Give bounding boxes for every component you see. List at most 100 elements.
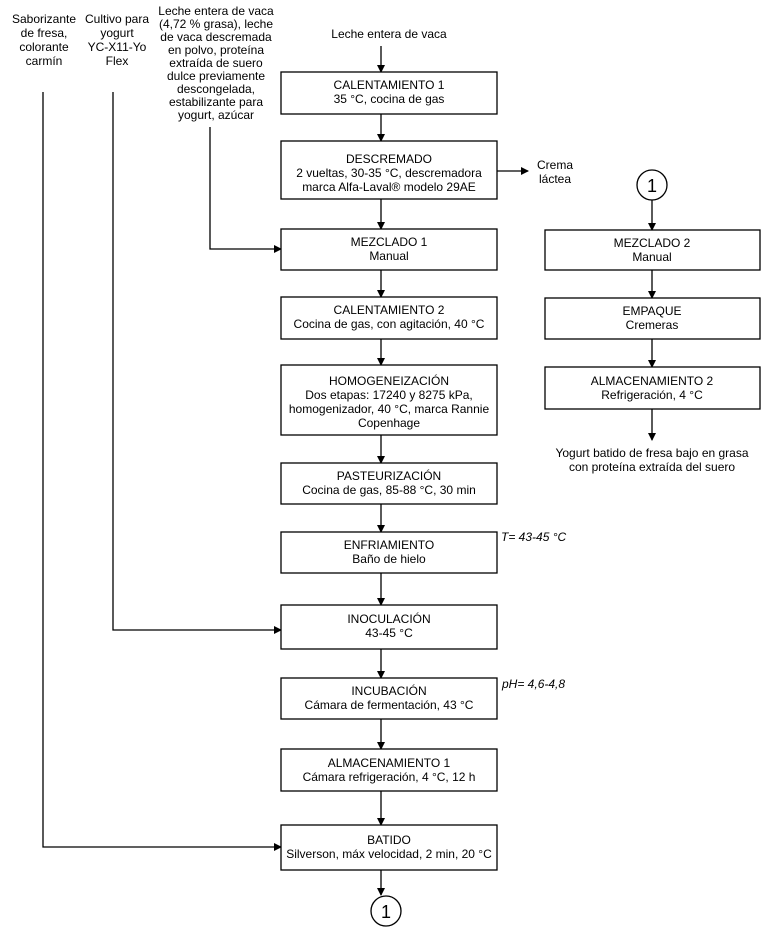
final-product-line: Yogurt batido de fresa bajo en grasa xyxy=(555,446,748,460)
connector-label: 1 xyxy=(381,902,391,922)
input-ingredientes-line: descongelada, xyxy=(177,82,255,96)
step-box xyxy=(280,462,498,505)
connector-bottom: 1 xyxy=(370,895,402,927)
step-detail: 2 vueltas, 30-35 °C, descremadora xyxy=(296,166,482,180)
step-title: ALMACENAMIENTO 2 xyxy=(591,374,714,388)
final-product: Yogurt batido de fresa bajo en grasa con… xyxy=(555,446,748,474)
input-saborizante-line: colorante xyxy=(19,40,69,54)
arrow-saborizante-to-batido xyxy=(42,92,282,851)
step-box xyxy=(280,140,498,200)
input-ingredientes-line: en polvo, proteína xyxy=(168,43,264,57)
step-title: ENFRIAMIENTO xyxy=(344,538,434,552)
step-detail: Manual xyxy=(632,250,671,264)
step-box xyxy=(280,71,498,115)
arrow-ingredientes-to-mezclado1 xyxy=(209,127,282,253)
step-pasteurizacion: PASTEURIZACIÓN Cocina de gas, 85-88 °C, … xyxy=(280,462,498,505)
final-product-line: con proteína extraída del suero xyxy=(569,460,735,474)
input-ingredientes-line: (4,72 % grasa), leche xyxy=(159,17,273,31)
connector-circle xyxy=(370,895,402,927)
step-almacenamiento-1: ALMACENAMIENTO 1 Cámara refrigeración, 4… xyxy=(280,748,498,792)
step-title: MEZCLADO 2 xyxy=(614,236,691,250)
input-saborizante-line: Saborizante xyxy=(12,12,76,26)
input-ingredientes-line: dulce previamente xyxy=(167,69,265,83)
step-detail: Cocina de gas, con agitación, 40 °C xyxy=(294,317,485,331)
input-ingredientes-line: estabilizante para xyxy=(169,95,263,109)
step-box xyxy=(280,296,498,340)
input-ingredientes-line: extraída de suero xyxy=(169,56,263,70)
step-box xyxy=(280,364,498,436)
input-ingredientes: Leche entera de vaca (4,72 % grasa), lec… xyxy=(158,4,274,122)
main-flow-arrows xyxy=(42,46,529,896)
input-cultivo-line: yogurt xyxy=(100,26,134,40)
step-title: INOCULACIÓN xyxy=(347,611,430,626)
step-detail: 35 °C, cocina de gas xyxy=(334,92,445,106)
step-title: HOMOGENEIZACIÓN xyxy=(329,373,449,388)
step-detail: Baño de hielo xyxy=(352,552,426,566)
step-mezclado-2: MEZCLADO 2 Manual xyxy=(544,229,761,271)
input-ingredientes-line: Leche entera de vaca xyxy=(158,4,274,18)
step-title: ALMACENAMIENTO 1 xyxy=(328,756,451,770)
step-calentamiento-2: CALENTAMIENTO 2 Cocina de gas, con agita… xyxy=(280,296,498,340)
step-box xyxy=(280,228,498,271)
connector-label: 1 xyxy=(647,176,657,196)
step-detail: 43-45 °C xyxy=(365,626,413,640)
side-output-line: láctea xyxy=(539,172,571,186)
step-detail: Cámara refrigeración, 4 °C, 12 h xyxy=(303,770,476,784)
step-detail: Dos etapas: 17240 y 8275 kPa, xyxy=(305,388,472,402)
step-detail: Cámara de fermentación, 43 °C xyxy=(305,698,474,712)
step-empaque: EMPAQUE Cremeras xyxy=(544,297,761,340)
step-box xyxy=(544,297,761,340)
step-batido: BATIDO Silverson, máx velocidad, 2 min, … xyxy=(280,824,498,871)
step-box xyxy=(280,824,498,871)
connector-top: 1 xyxy=(636,169,668,201)
step-title: BATIDO xyxy=(367,833,411,847)
step-box xyxy=(280,748,498,792)
input-leche: Leche entera de vaca xyxy=(331,27,447,41)
annotation-ph: pH= 4,6-4,8 xyxy=(501,677,565,691)
step-title: INCUBACIÓN xyxy=(351,683,426,698)
input-saborizante: Saborizante de fresa, colorante carmín xyxy=(12,12,76,68)
step-almacenamiento-2: ALMACENAMIENTO 2 Refrigeración, 4 °C xyxy=(544,366,761,410)
input-cultivo-line: Flex xyxy=(106,54,129,68)
annotation-temperature: T= 43-45 °C xyxy=(501,530,566,544)
side-output-line: Crema xyxy=(537,158,573,172)
right-steps: MEZCLADO 2 Manual EMPAQUE Cremeras ALMAC… xyxy=(544,229,761,410)
step-detail: Cremeras xyxy=(626,318,679,332)
step-box xyxy=(280,677,498,720)
step-detail: Refrigeración, 4 °C xyxy=(601,388,703,402)
step-box xyxy=(280,531,498,574)
step-detail: marca Alfa-Laval® modelo 29AE xyxy=(302,180,476,194)
step-box xyxy=(544,229,761,271)
input-cultivo-line: Cultivo para xyxy=(85,12,149,26)
step-title: CALENTAMIENTO 1 xyxy=(334,78,445,92)
input-saborizante-line: carmín xyxy=(26,54,63,68)
step-title: DESCREMADO xyxy=(346,152,432,166)
step-detail: Copenhage xyxy=(358,416,420,430)
step-box xyxy=(280,604,498,650)
input-saborizante-line: de fresa, xyxy=(21,26,68,40)
step-homogeneizacion: HOMOGENEIZACIÓN Dos etapas: 17240 y 8275… xyxy=(280,364,498,436)
step-detail: Manual xyxy=(369,249,408,263)
step-title: EMPAQUE xyxy=(622,304,681,318)
step-calentamiento-1: CALENTAMIENTO 1 35 °C, cocina de gas xyxy=(280,71,498,115)
input-cultivo-line: YC-X11-Yo xyxy=(88,40,147,54)
step-title: PASTEURIZACIÓN xyxy=(337,468,441,483)
side-output-crema: Crema láctea xyxy=(537,158,573,186)
step-inoculacion: INOCULACIÓN 43-45 °C xyxy=(280,604,498,650)
step-title: CALENTAMIENTO 2 xyxy=(334,303,445,317)
step-title: MEZCLADO 1 xyxy=(351,235,428,249)
input-ingredientes-line: yogurt, azúcar xyxy=(178,108,254,122)
step-mezclado-1: MEZCLADO 1 Manual xyxy=(280,228,498,271)
arrow-cultivo-to-inoculacion xyxy=(112,92,282,634)
step-enfriamiento: ENFRIAMIENTO Baño de hielo xyxy=(280,531,498,574)
step-box xyxy=(544,366,761,410)
step-incubacion: INCUBACIÓN Cámara de fermentación, 43 °C xyxy=(280,677,498,720)
step-detail: Cocina de gas, 85-88 °C, 30 min xyxy=(302,483,476,497)
step-descremado: DESCREMADO 2 vueltas, 30-35 °C, descrema… xyxy=(280,140,498,200)
input-cultivo: Cultivo para yogurt YC-X11-Yo Flex xyxy=(85,12,149,68)
step-detail: homogenizador, 40 °C, marca Rannie xyxy=(289,402,490,416)
input-ingredientes-line: de vaca descremada xyxy=(160,30,272,44)
main-steps: CALENTAMIENTO 1 35 °C, cocina de gas DES… xyxy=(280,71,498,871)
step-detail: Silverson, máx velocidad, 2 min, 20 °C xyxy=(286,847,492,861)
